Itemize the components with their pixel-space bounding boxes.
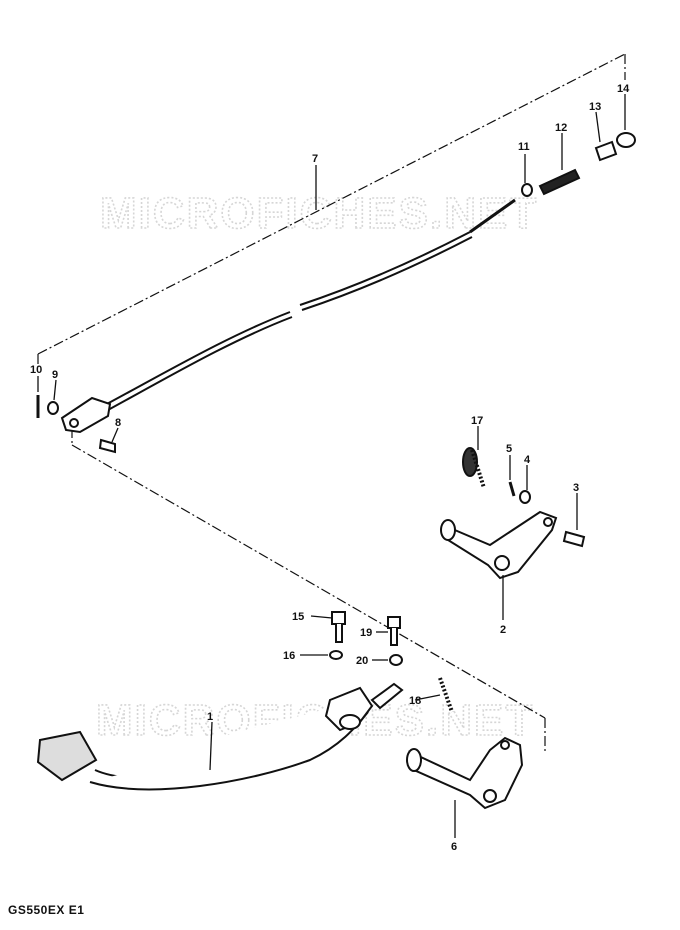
watermark-top: MICROFICHES.NET [100, 189, 538, 238]
callout-19: 19 [360, 627, 372, 639]
callout-4: 4 [524, 454, 531, 466]
assembly-boundary [37, 53, 626, 752]
brake-rod [104, 198, 516, 411]
rod-end-parts [521, 132, 636, 197]
callout-9: 9 [52, 369, 58, 381]
pivot-arm-6 [406, 736, 524, 810]
callout-10: 10 [30, 364, 42, 376]
callout-13: 13 [589, 101, 601, 113]
callout-1: 1 [207, 711, 213, 723]
callouts: 1 2 3 4 5 6 7 8 9 10 11 12 13 14 15 16 1… [30, 83, 630, 853]
callout-3: 3 [573, 482, 579, 494]
callout-20: 20 [356, 655, 368, 667]
brake-pedal [36, 682, 404, 791]
callout-7: 7 [312, 153, 318, 165]
callout-12: 12 [555, 122, 567, 134]
callout-8: 8 [115, 417, 121, 429]
callout-11: 11 [518, 141, 530, 153]
callout-5: 5 [506, 443, 512, 455]
leader-lines [37, 94, 626, 838]
callout-18: 18 [409, 695, 421, 707]
callout-2: 2 [500, 624, 506, 636]
callout-17: 17 [471, 415, 483, 427]
rod-clevis [60, 396, 112, 434]
callout-6: 6 [451, 841, 457, 853]
model-code-label: GS550EX E1 [8, 903, 85, 917]
pedal-fasteners [329, 449, 486, 713]
callout-16: 16 [283, 650, 295, 662]
small-fasteners-left [36, 395, 116, 454]
callout-15: 15 [292, 611, 304, 623]
callout-14: 14 [617, 83, 630, 95]
pivot-arm-2 [440, 447, 586, 580]
